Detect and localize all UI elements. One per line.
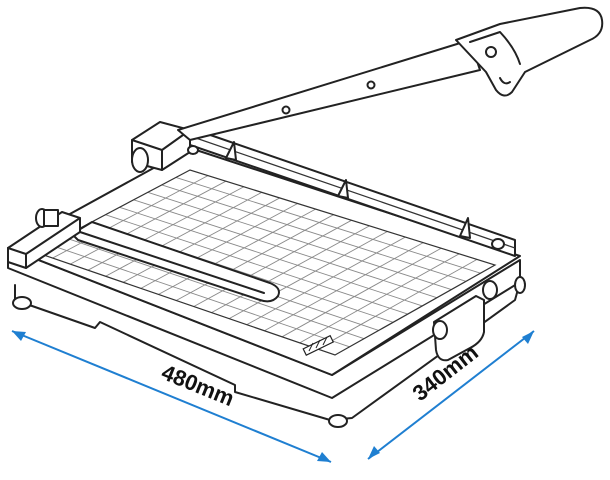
left-clamp — [7, 208, 81, 269]
grid-line-row — [48, 244, 350, 348]
carry-handle — [432, 280, 498, 362]
depth-arrow-bottom — [368, 446, 380, 459]
width-arrow-left — [12, 331, 26, 341]
grid-line-row — [161, 184, 467, 282]
grid-line-column — [87, 186, 245, 271]
rail-guide-3 — [459, 217, 471, 239]
depth-arrow-top — [522, 331, 534, 344]
blade-arm — [177, 39, 481, 141]
grid-line-row — [63, 236, 365, 340]
cutter-base-skirt — [14, 281, 521, 421]
grid-line-row — [133, 199, 437, 299]
depth-dimension-line — [367, 330, 535, 460]
measurement-grid — [48, 175, 481, 350]
scale-marker — [302, 334, 335, 356]
paper-guide-fence — [71, 221, 280, 303]
grid-line-column — [175, 214, 334, 301]
cutter-foot-front — [328, 414, 348, 428]
width-dimension-line — [11, 330, 332, 463]
blade-arm-hole-2 — [366, 80, 376, 90]
blade-handle — [455, 6, 604, 97]
grid-line-column — [317, 259, 478, 350]
grid-line-row — [175, 177, 481, 274]
rail-guide-2 — [337, 179, 349, 199]
grid-line-row — [147, 191, 452, 290]
grid-line-column — [140, 203, 298, 289]
width-arrow-right — [317, 452, 331, 462]
grid-line-column — [105, 191, 262, 277]
cutting-rail-edge — [189, 135, 516, 249]
cutter-board-top — [7, 147, 521, 376]
pivot-housing — [131, 121, 199, 173]
grid-line-column — [211, 225, 370, 313]
grid-line-column — [246, 236, 406, 326]
grid-line-column — [281, 247, 442, 338]
rail-end-bolt — [491, 238, 505, 250]
grid-line-column — [264, 242, 424, 332]
grid-line-column — [193, 219, 352, 307]
grid-line-column — [70, 180, 227, 265]
grid-line-row — [105, 214, 408, 315]
grid-line-column — [52, 175, 209, 259]
grid-line-column — [158, 208, 316, 295]
cutter-foot-left — [12, 296, 32, 310]
grid-line-column — [299, 253, 460, 344]
rail-guide-1 — [225, 141, 237, 161]
side-knob — [514, 276, 526, 294]
grid-border — [33, 169, 497, 356]
grid-line-column — [228, 231, 388, 320]
grid-line-column — [123, 197, 280, 283]
blade-arm-hole-1 — [281, 105, 291, 115]
grid-line-row — [119, 206, 423, 307]
